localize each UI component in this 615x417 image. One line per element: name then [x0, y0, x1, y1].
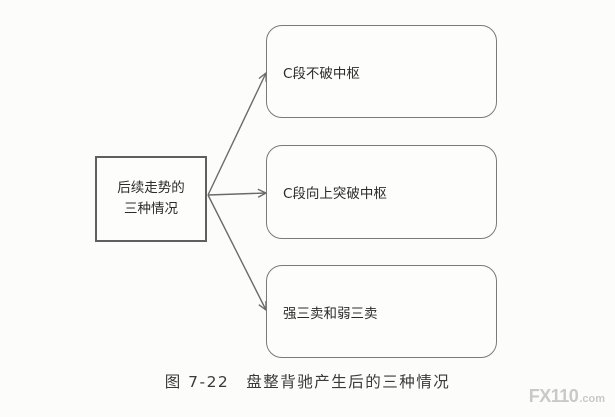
target-node-label: C段不破中枢 [283, 65, 360, 82]
source-node-label: 后续走势的三种情况 [117, 180, 185, 217]
target-node-c-not-break: C段不破中枢 [266, 25, 497, 118]
watermark-mark: FX110 [528, 386, 579, 406]
watermark-logo: FX110 .com [529, 386, 605, 407]
figure-caption: 图 7-22 盘整背驰产生后的三种情况 [164, 373, 451, 391]
arrow-to-c-break-up [207, 193, 266, 195]
target-node-label: 强三卖和弱三卖 [283, 305, 378, 322]
target-node-label: C段向上突破中枢 [283, 186, 387, 202]
target-node-third-sell: 强三卖和弱三卖 [266, 265, 497, 358]
arrow-to-c-not-break [207, 73, 266, 196]
target-node-c-break-up: C段向上突破中枢 [266, 145, 497, 239]
watermark-domain: .com [579, 393, 605, 405]
source-node: 后续走势的三种情况 [95, 156, 207, 242]
arrow-to-third-sell [207, 194, 266, 310]
